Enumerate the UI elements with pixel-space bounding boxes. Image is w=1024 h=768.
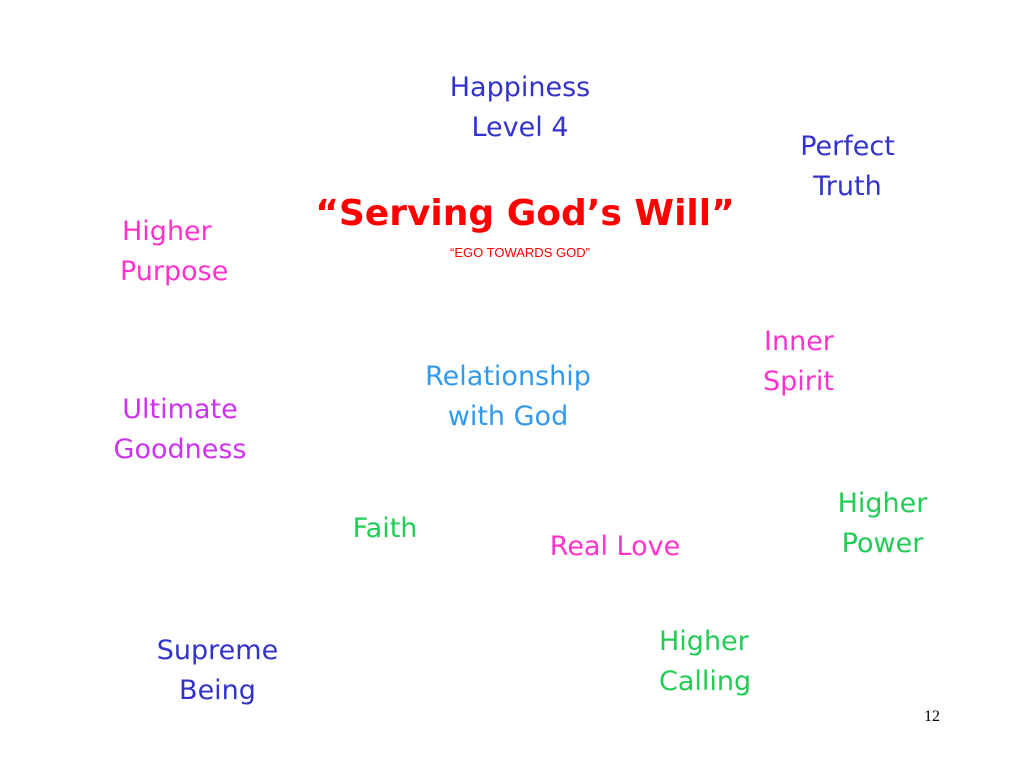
real-love-label: Real Love (525, 527, 705, 567)
ultimate-goodness-label: Ultimate Goodness (90, 390, 270, 470)
perfect-truth-label: Perfect Truth (765, 127, 930, 207)
supreme-being-label: Supreme Being (135, 631, 300, 711)
higher-power-label: Higher Power (810, 484, 955, 564)
supreme-being-line-2: Being (179, 675, 256, 706)
perfect-truth-line-2: Truth (813, 171, 882, 202)
higher-calling-line-2: Calling (659, 666, 752, 697)
page-number: 12 (924, 708, 940, 725)
relationship-line-1: Relationship (425, 361, 591, 392)
relationship-line-2: with God (447, 401, 569, 432)
higher-purpose-line-1: Higher (122, 216, 212, 247)
perfect-truth-line-1: Perfect (800, 131, 895, 162)
inner-spirit-line-2: Spirit (763, 366, 834, 397)
faith-line-1: Faith (352, 513, 418, 544)
ultimate-goodness-line-1: Ultimate (122, 394, 238, 425)
higher-power-line-1: Higher (837, 488, 928, 519)
relationship-with-god-label: Relationship with God (393, 357, 623, 437)
inner-spirit-label: Inner Spirit (758, 322, 868, 402)
happiness-line-2: Level 4 (471, 112, 569, 143)
higher-purpose-line-2: Purpose (120, 256, 229, 287)
real-love-line-1: Real Love (549, 531, 681, 562)
ultimate-goodness-line-2: Goodness (113, 434, 247, 465)
inner-spirit-line-1: Inner (764, 326, 834, 357)
higher-purpose-label: Higher Purpose (100, 212, 260, 292)
faith-label: Faith (330, 509, 440, 549)
higher-power-line-2: Power (841, 528, 924, 559)
higher-calling-label: Higher Calling (645, 622, 785, 702)
slide-subtitle: “EGO TOWARDS GOD” (450, 245, 590, 260)
supreme-being-line-1: Supreme (156, 635, 279, 666)
happiness-level-label: Happiness Level 4 (420, 68, 620, 148)
slide-title: “Serving God’s Will” (315, 193, 735, 234)
higher-calling-line-1: Higher (659, 626, 749, 657)
happiness-line-1: Happiness (449, 72, 591, 103)
